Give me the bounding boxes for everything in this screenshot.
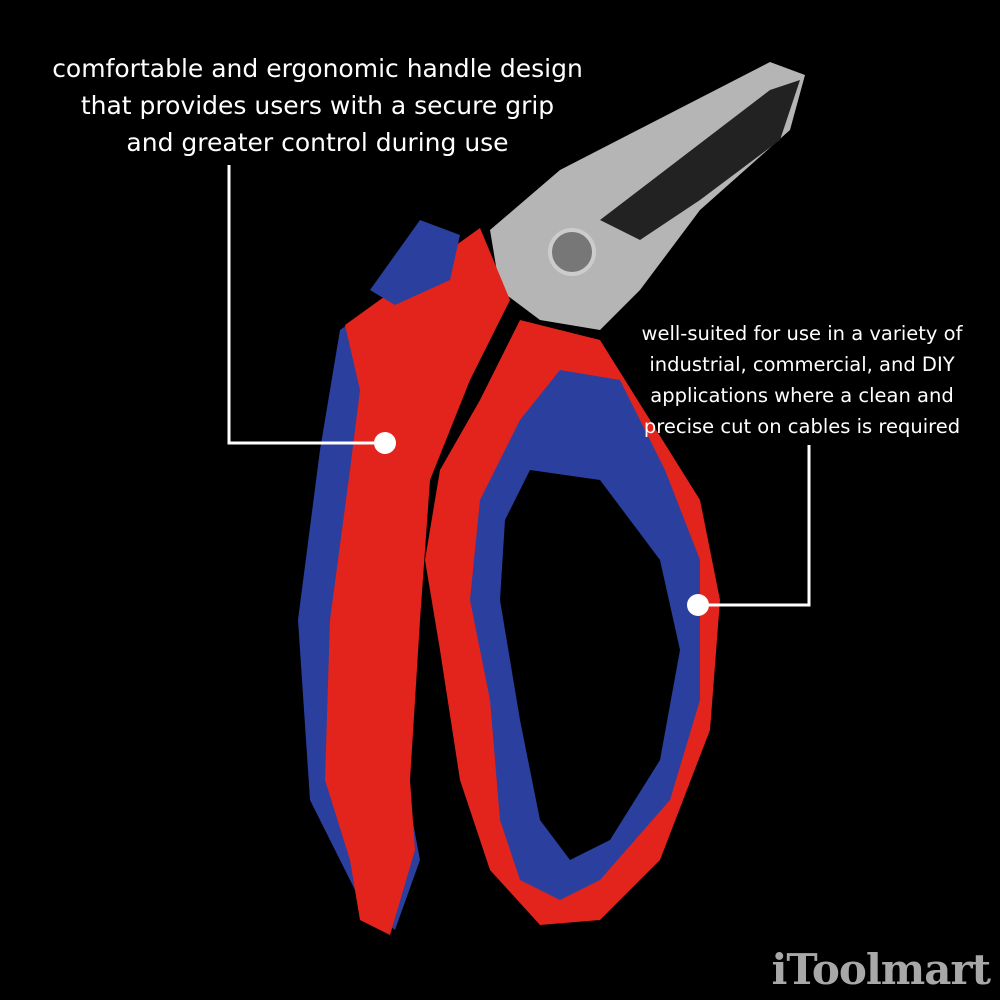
callout-dot-right — [687, 594, 709, 616]
blade-edge — [600, 80, 800, 240]
callout-line: well-suited for use in a variety of — [641, 322, 963, 345]
callout-line: comfortable and ergonomic handle design — [52, 54, 583, 83]
callout-line-right — [698, 445, 811, 607]
thumb-grip — [370, 220, 460, 305]
brand-logo: iToolmart — [771, 945, 991, 994]
pivot-bolt — [548, 228, 596, 276]
callout-line: precise cut on cables is required — [643, 415, 961, 438]
callout-applications: well-suited for use in a variety of indu… — [612, 318, 992, 442]
handle-opening — [500, 470, 680, 860]
callout-ergonomic-handle: comfortable and ergonomic handle design … — [10, 50, 625, 161]
callout-line: applications where a clean and — [650, 384, 954, 407]
callout-line: industrial, commercial, and DIY — [649, 353, 955, 376]
callout-line: that provides users with a secure grip — [80, 91, 555, 120]
callout-dot-left — [374, 432, 396, 454]
callout-line: and greater control during use — [126, 128, 509, 157]
callout-line-left — [227, 165, 385, 445]
left-handle-red — [325, 228, 510, 935]
